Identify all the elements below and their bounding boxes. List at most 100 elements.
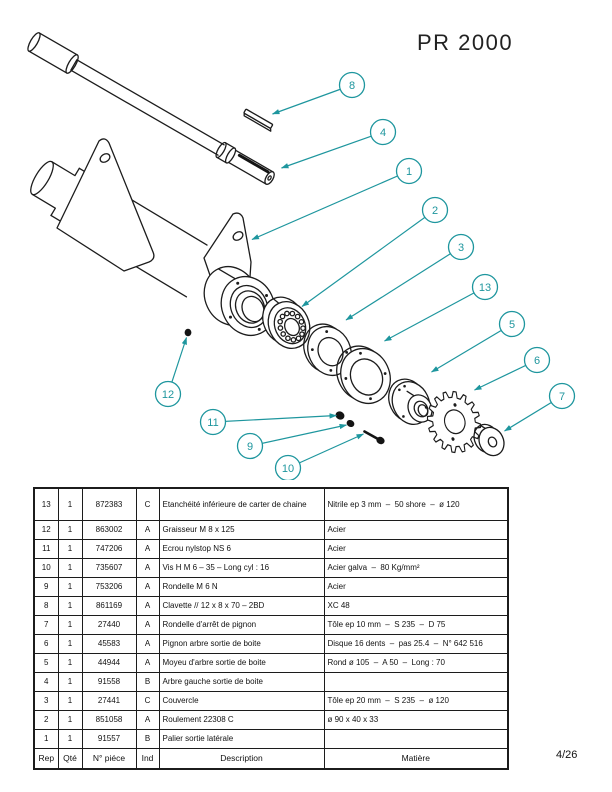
table-cell: 872383	[81, 487, 137, 521]
table-cell: 851058	[81, 710, 137, 730]
sprocket-hole	[453, 403, 457, 407]
bearing-roller	[298, 319, 305, 325]
table-cell: Rond ø 105 – A 50 – Long : 70	[323, 653, 509, 673]
table-cell: C	[135, 487, 160, 521]
balloon-circle	[154, 380, 182, 408]
leader-1	[251, 170, 410, 241]
table-cell: ø 90 x 40 x 33	[323, 710, 509, 730]
balloon-10: 10	[274, 454, 302, 480]
table-cell: 1	[57, 487, 83, 521]
end-washer	[473, 423, 505, 457]
bolt-hole-dot	[265, 293, 269, 297]
leader-9	[249, 423, 347, 447]
table-cell: 2	[33, 710, 59, 730]
leader-13	[384, 286, 486, 342]
table-header-cell: Ind	[135, 748, 160, 770]
table-cell: Acier	[323, 539, 509, 559]
balloon-number: 3	[458, 242, 464, 254]
balloon-number: 4	[380, 127, 386, 139]
fasteners	[184, 328, 385, 445]
page-number: 4/26	[556, 749, 578, 761]
balloon-number: 6	[534, 355, 540, 367]
bolt-hole-dot	[359, 351, 362, 355]
table-cell: 747206	[81, 539, 137, 559]
balloon-circle	[236, 432, 264, 460]
table-cell: 1	[57, 672, 83, 692]
table-cell: 45583	[81, 634, 137, 654]
table-cell: 91557	[81, 729, 137, 749]
balloon-number: 13	[479, 282, 491, 294]
washer-part	[346, 419, 355, 428]
bolt-hole-dot	[310, 348, 314, 352]
bolt-hole-dot	[369, 397, 372, 401]
balloon-5: 5	[498, 310, 526, 338]
table-cell: 1	[57, 558, 83, 578]
table-cell: Arbre gauche sortie de boite	[158, 672, 325, 692]
table-cell: Pignon arbre sortie de boite	[158, 634, 325, 654]
bearing-roller	[284, 310, 290, 317]
table-cell: 1	[57, 729, 83, 749]
table-cell: Tôle ep 20 mm – S 235 – ø 120	[323, 691, 509, 711]
table-cell: Tôle ep 10 mm – S 235 – D 75	[323, 615, 509, 635]
table-cell: Nitrile ep 3 mm – 50 shore – ø 120	[323, 487, 509, 521]
balloon-7: 7	[548, 382, 576, 410]
table-cell: 8	[33, 596, 59, 616]
bolt-hole-dot	[228, 315, 232, 319]
balloon-number: 1	[406, 166, 412, 178]
table-cell: A	[135, 539, 160, 559]
housing-bore	[203, 266, 276, 336]
table-cell: Rondelle d'arrêt de pignon	[158, 615, 325, 635]
table-cell: A	[135, 634, 160, 654]
table-cell: Roulement 22308 C	[158, 710, 325, 730]
table-header-cell: Qté	[57, 748, 83, 770]
table-cell: 1	[57, 577, 83, 597]
bolt-hole-dot	[424, 406, 428, 409]
table-cell	[323, 729, 509, 749]
balloon-number: 12	[162, 389, 174, 401]
table-cell: Ecrou nylstop NS 6	[158, 539, 325, 559]
table-cell: 1	[57, 596, 83, 616]
bearing-roller	[299, 331, 305, 338]
table-cell: 1	[57, 653, 83, 673]
table-cell: A	[135, 653, 160, 673]
leader-3	[345, 246, 462, 321]
balloon-circle	[498, 310, 526, 338]
leader-10	[287, 433, 364, 469]
balloon-number: 5	[509, 319, 515, 331]
balloon-circle	[471, 273, 499, 301]
balloon-circle	[338, 71, 366, 99]
leader-11	[212, 413, 337, 423]
table-cell: A	[135, 520, 160, 540]
bolt-hole-dot	[329, 368, 333, 372]
bearing-roller	[285, 335, 291, 342]
bolt-hole-dot	[403, 384, 406, 388]
table-cell: 91558	[81, 672, 137, 692]
bolt-hole-dot	[257, 327, 261, 331]
sprocket-bore	[443, 409, 466, 435]
table-cell: 12	[33, 520, 59, 540]
table-cell: C	[135, 691, 160, 711]
table-cell: Clavette // 12 x 8 x 70 – 2BD	[158, 596, 325, 616]
table-cell: 1	[57, 634, 83, 654]
sprocket-part	[426, 390, 482, 454]
balloon-circle	[199, 408, 227, 436]
table-cell: 13	[33, 487, 59, 521]
table-cell: XC 48	[323, 596, 509, 616]
table-cell: 10	[33, 558, 59, 578]
bolt-hole-dot	[398, 388, 401, 392]
table-cell: A	[135, 558, 160, 578]
hub-part	[388, 378, 433, 425]
table-header-cell: Rep	[33, 748, 59, 770]
housing-flange-left	[56, 138, 155, 272]
bolt-hole-dots	[228, 281, 428, 418]
table-cell: 1	[57, 520, 83, 540]
table-cell: B	[135, 729, 160, 749]
